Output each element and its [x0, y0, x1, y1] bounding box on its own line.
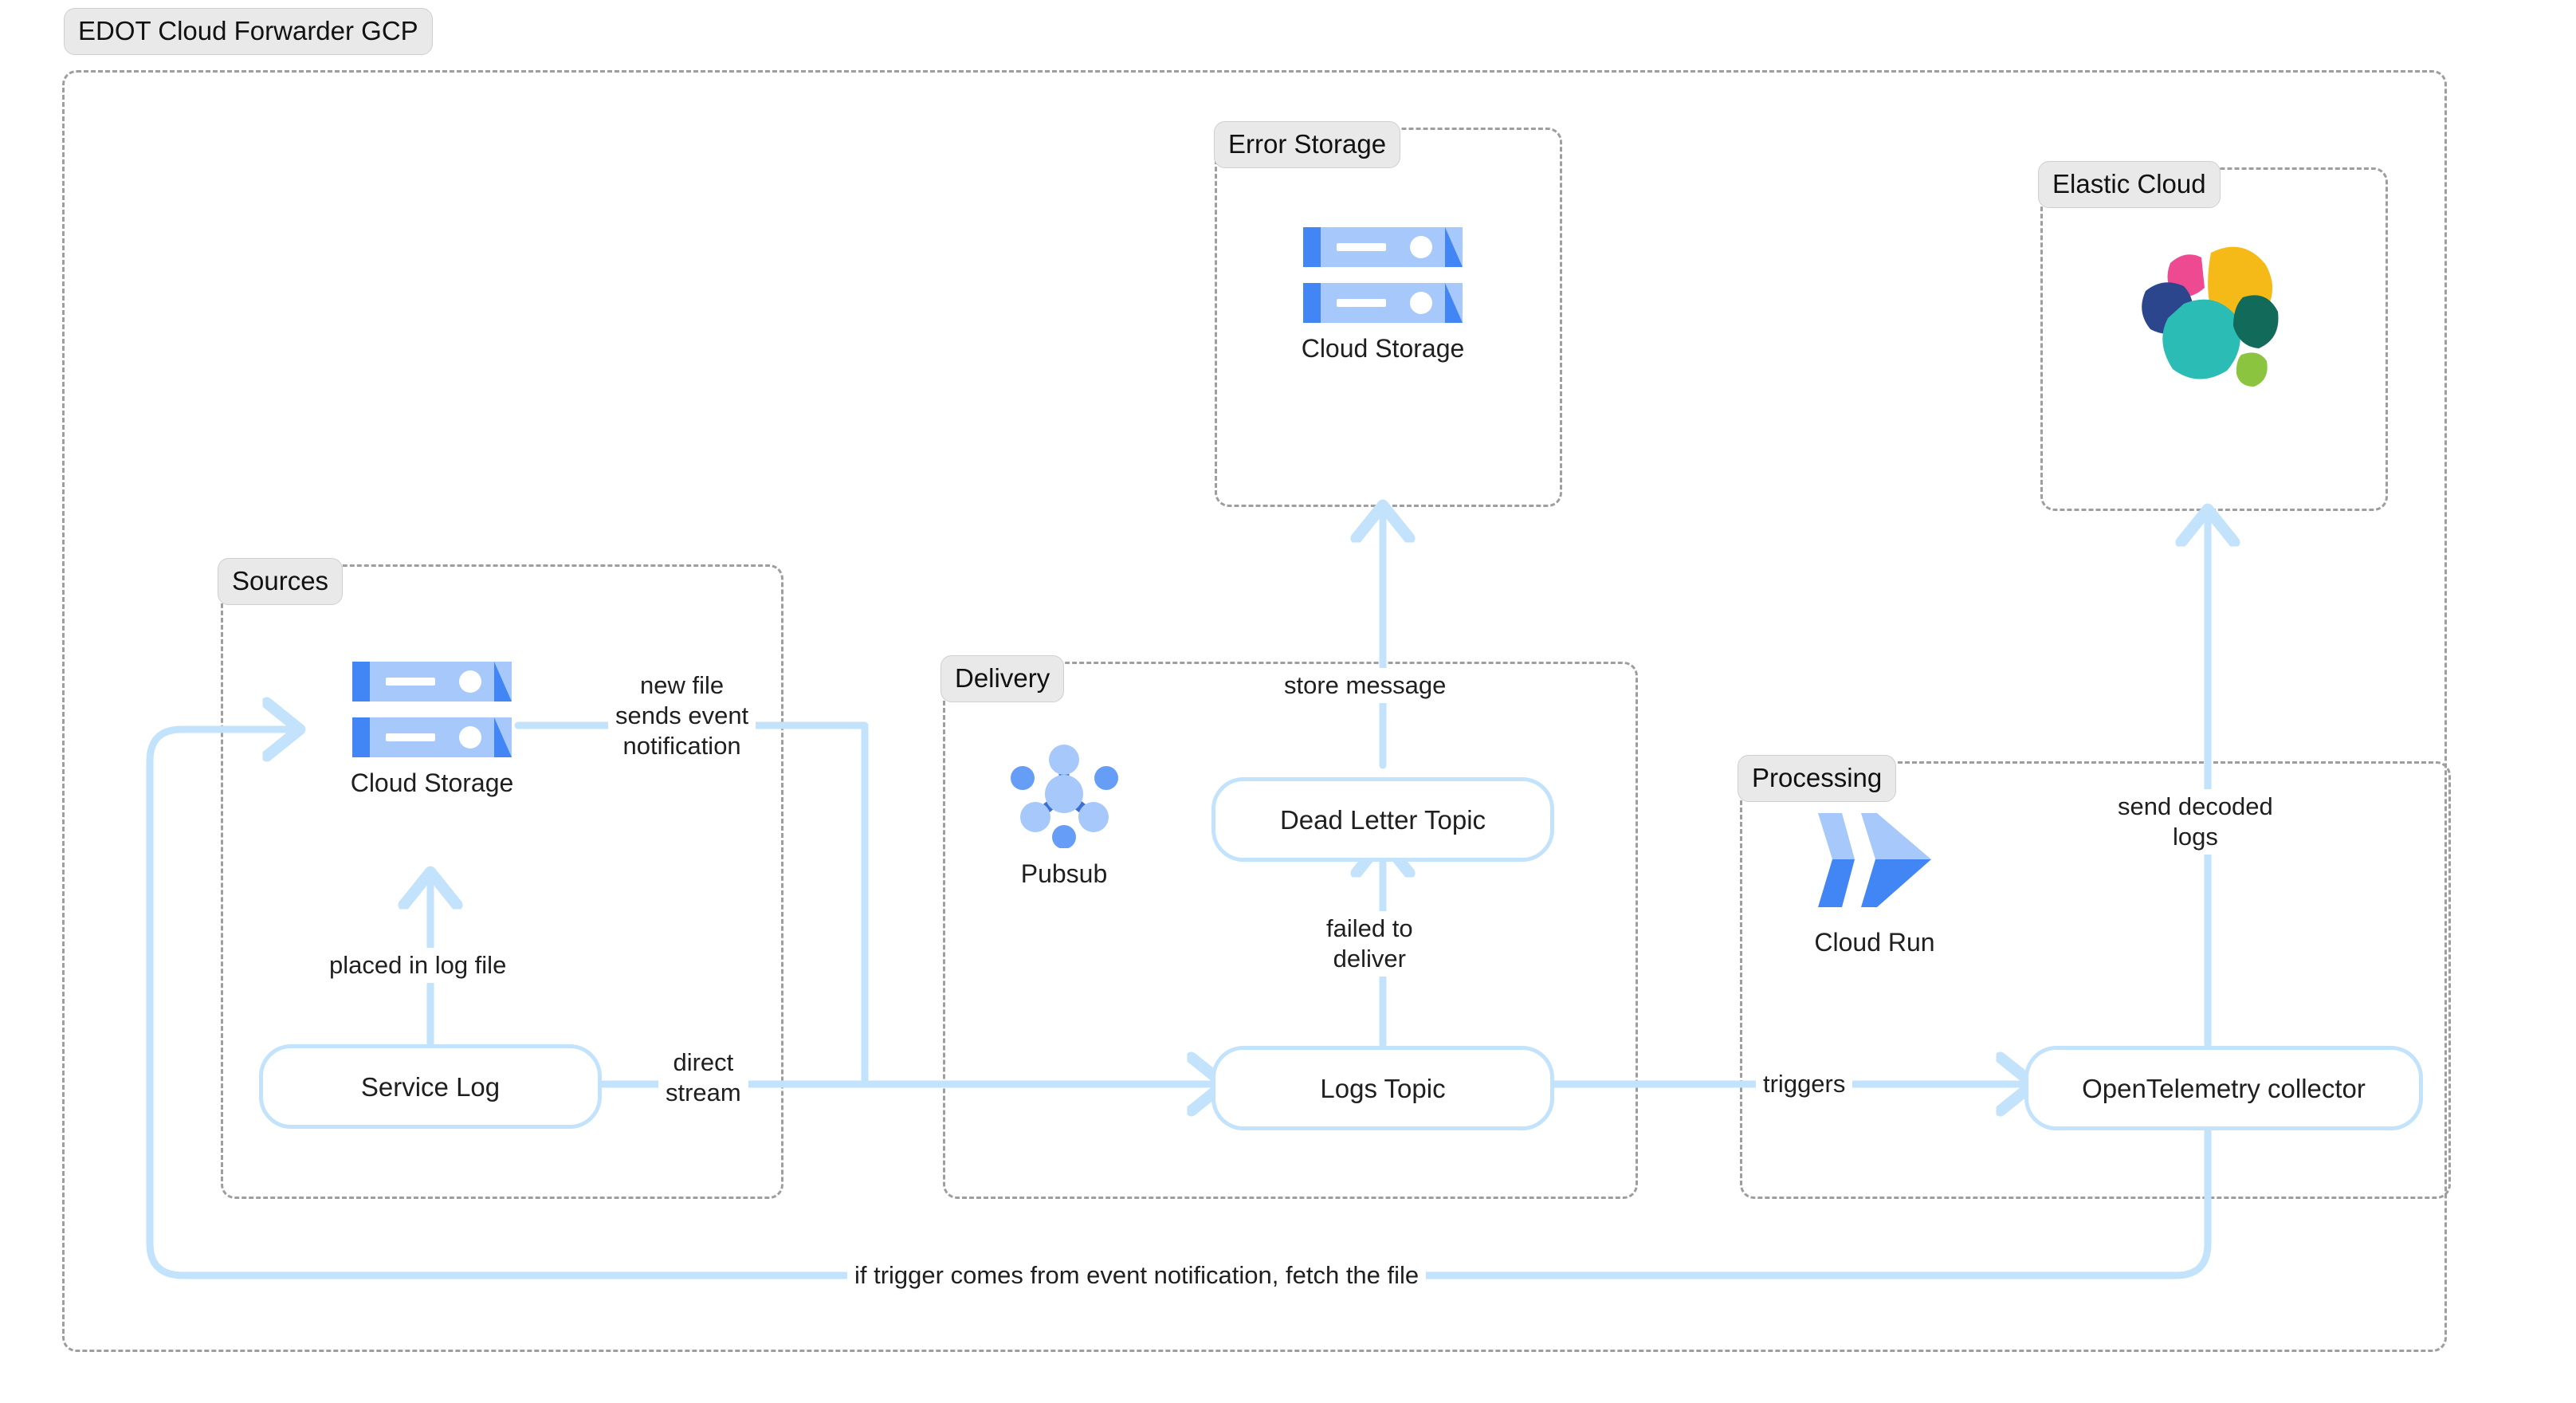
edge-fetch-file-loop: [146, 729, 2212, 1279]
cloud-storage-caption: Cloud Storage: [1301, 334, 1465, 363]
cloud-storage-icon: [352, 662, 512, 757]
edge-label-fetch-file: if trigger comes from event notification…: [847, 1258, 1427, 1293]
edge-label-failed-to-deliver: failed to deliver: [1319, 911, 1420, 977]
group-delivery: [943, 662, 1638, 1199]
edge-new-file-notification: [514, 721, 869, 1088]
group-sources: [221, 564, 783, 1199]
group-label-processing: Processing: [1738, 755, 1897, 802]
cloud-storage-caption: Cloud Storage: [350, 768, 514, 797]
cloud-storage-icon: [1303, 227, 1463, 323]
edge-label-send-decoded-logs: send decoded logs: [2111, 789, 2280, 855]
icon-block-sources-cloud-storage: Cloud Storage: [348, 662, 516, 796]
pubsub-icon: [1011, 745, 1118, 848]
edge-label-new-file: new file sends event notification: [608, 668, 756, 764]
group-label-error-storage: Error Storage: [1214, 121, 1401, 168]
node-dead-letter-topic-label: Dead Letter Topic: [1279, 804, 1486, 835]
node-dead-letter-topic[interactable]: Dead Letter Topic: [1211, 777, 1554, 862]
icon-block-elastic-logo: [2120, 235, 2287, 395]
icon-block-cloud-run: Cloud Run: [1803, 805, 1946, 955]
group-label-root: EDOT Cloud Forwarder GCP: [64, 8, 433, 55]
group-root: [62, 70, 2447, 1352]
edge-label-store-message: store message: [1277, 668, 1454, 703]
node-otel-label: OpenTelemetry collector: [2082, 1073, 2366, 1103]
cloud-run-icon: [1818, 813, 1931, 907]
node-service-log-label: Service Log: [360, 1071, 501, 1102]
icon-block-error-cloud-storage: Cloud Storage: [1299, 227, 1467, 361]
group-label-sources: Sources: [218, 558, 344, 605]
node-logs-topic-label: Logs Topic: [1320, 1073, 1446, 1103]
pubsub-caption: Pubsub: [1020, 859, 1108, 888]
elastic-logo-icon: [2142, 246, 2279, 387]
node-service-log[interactable]: Service Log: [259, 1044, 602, 1129]
edge-label-placed-in-log-file: placed in log file: [322, 948, 514, 983]
edge-label-direct-stream: direct stream: [658, 1045, 748, 1110]
node-logs-topic[interactable]: Logs Topic: [1211, 1046, 1554, 1130]
edge-label-triggers: triggers: [1756, 1067, 1853, 1102]
icon-block-pubsub: Pubsub: [1000, 741, 1128, 886]
node-opentelemetry-collector[interactable]: OpenTelemetry collector: [2024, 1046, 2423, 1130]
group-processing: [1740, 761, 2451, 1199]
group-label-delivery: Delivery: [940, 655, 1065, 702]
cloud-run-caption: Cloud Run: [1814, 928, 1935, 957]
group-label-elastic-cloud: Elastic Cloud: [2038, 161, 2221, 208]
